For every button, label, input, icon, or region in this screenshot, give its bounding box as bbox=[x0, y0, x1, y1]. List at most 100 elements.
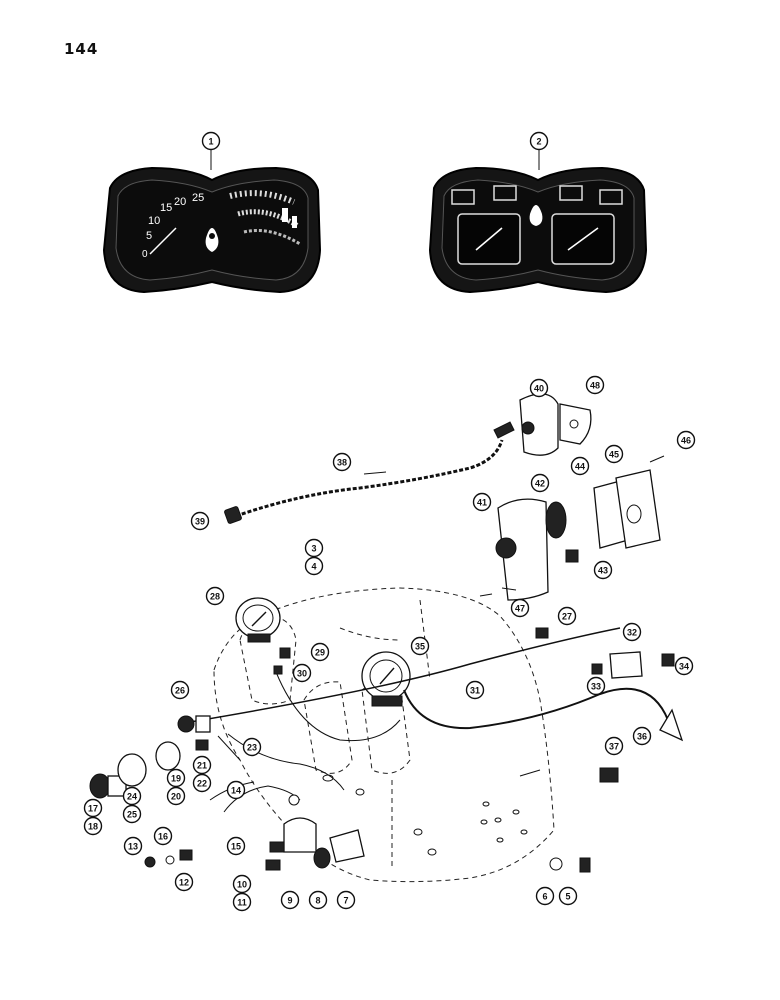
callout-3: 3 bbox=[304, 538, 324, 558]
callout-22: 22 bbox=[192, 773, 212, 793]
callout-label-6: 6 bbox=[542, 892, 547, 902]
callout-label-1: 1 bbox=[208, 137, 213, 147]
speed-tick-5: 5 bbox=[146, 230, 152, 242]
wiring bbox=[189, 627, 669, 813]
callout-label-42: 42 bbox=[535, 479, 545, 489]
callout-24: 24 bbox=[122, 786, 142, 806]
instrument-cluster-1: 0 5 10 15 20 25 bbox=[102, 148, 322, 294]
callout-35: 35 bbox=[410, 636, 430, 656]
callout-label-33: 33 bbox=[591, 682, 601, 692]
callout-label-25: 25 bbox=[127, 810, 137, 820]
callout-19: 19 bbox=[166, 768, 186, 788]
callout-label-48: 48 bbox=[590, 381, 600, 391]
callout-label-2: 2 bbox=[536, 137, 541, 147]
callout-label-27: 27 bbox=[562, 612, 572, 622]
callout-4: 4 bbox=[304, 556, 324, 576]
page-number: 144 bbox=[64, 40, 99, 58]
callout-label-8: 8 bbox=[315, 896, 320, 906]
callout-label-18: 18 bbox=[88, 822, 98, 832]
gauge-28 bbox=[235, 597, 281, 643]
callout-label-45: 45 bbox=[609, 450, 619, 460]
callout-8: 8 bbox=[308, 890, 328, 910]
callout-label-34: 34 bbox=[679, 662, 689, 672]
callout-label-43: 43 bbox=[598, 566, 608, 576]
lower-left-parts bbox=[89, 593, 684, 873]
callout-label-29: 29 bbox=[315, 648, 325, 658]
callout-45: 45 bbox=[604, 444, 624, 464]
callout-25: 25 bbox=[122, 804, 142, 824]
callout-label-19: 19 bbox=[171, 774, 181, 784]
callout-label-35: 35 bbox=[415, 642, 425, 652]
callout-label-16: 16 bbox=[158, 832, 168, 842]
callout-label-46: 46 bbox=[681, 436, 691, 446]
callout-10: 10 bbox=[232, 874, 252, 894]
callout-label-4: 4 bbox=[311, 562, 316, 572]
speed-tick-25: 25 bbox=[192, 192, 204, 204]
callout-label-7: 7 bbox=[343, 896, 348, 906]
callout-label-20: 20 bbox=[171, 792, 181, 802]
callout-37: 37 bbox=[604, 736, 624, 756]
callout-label-13: 13 bbox=[128, 842, 138, 852]
callout-label-17: 17 bbox=[88, 804, 98, 814]
speed-tick-0: 0 bbox=[142, 249, 148, 260]
callout-label-9: 9 bbox=[287, 896, 292, 906]
callout-label-44: 44 bbox=[575, 462, 585, 472]
callout-label-36: 36 bbox=[637, 732, 647, 742]
callout-label-30: 30 bbox=[297, 669, 307, 679]
callout-28: 28 bbox=[205, 586, 225, 606]
callout-43: 43 bbox=[593, 560, 613, 580]
callout-6: 6 bbox=[535, 886, 555, 906]
callout-33: 33 bbox=[586, 676, 606, 696]
callout-46: 46 bbox=[676, 430, 696, 450]
callout-label-47: 47 bbox=[515, 604, 525, 614]
callout-21: 21 bbox=[192, 755, 212, 775]
callout-label-37: 37 bbox=[609, 742, 619, 752]
callout-44: 44 bbox=[570, 456, 590, 476]
callout-label-26: 26 bbox=[175, 686, 185, 696]
callout-label-40: 40 bbox=[534, 384, 544, 394]
callout-label-21: 21 bbox=[197, 761, 207, 771]
speed-tick-15: 15 bbox=[160, 202, 172, 214]
callout-label-39: 39 bbox=[195, 517, 205, 527]
speedometer-cable bbox=[224, 421, 515, 524]
callout-2: 2 bbox=[529, 131, 549, 151]
callout-26: 26 bbox=[170, 680, 190, 700]
callout-15: 15 bbox=[226, 836, 246, 856]
callout-label-38: 38 bbox=[337, 458, 347, 468]
callout-label-23: 23 bbox=[247, 743, 257, 753]
callout-48: 48 bbox=[585, 375, 605, 395]
callout-11: 11 bbox=[232, 892, 252, 912]
callout-7: 7 bbox=[336, 890, 356, 910]
callout-label-10: 10 bbox=[237, 880, 247, 890]
callout-label-12: 12 bbox=[179, 878, 189, 888]
callout-label-15: 15 bbox=[231, 842, 241, 852]
tach-drive-assembly bbox=[495, 393, 665, 601]
callout-label-3: 3 bbox=[311, 544, 316, 554]
callout-1: 1 bbox=[201, 131, 221, 151]
callout-label-41: 41 bbox=[477, 498, 487, 508]
callout-41: 41 bbox=[472, 492, 492, 512]
speed-tick-20: 20 bbox=[174, 196, 186, 208]
callout-label-32: 32 bbox=[627, 628, 637, 638]
callout-16: 16 bbox=[153, 826, 173, 846]
callout-label-28: 28 bbox=[210, 592, 220, 602]
callout-label-22: 22 bbox=[197, 779, 207, 789]
callout-31: 31 bbox=[465, 680, 485, 700]
callout-27: 27 bbox=[557, 606, 577, 626]
gauge-35 bbox=[361, 651, 411, 707]
callout-12: 12 bbox=[174, 872, 194, 892]
callout-18: 18 bbox=[83, 816, 103, 836]
callout-40: 40 bbox=[529, 378, 549, 398]
callout-5: 5 bbox=[558, 886, 578, 906]
callout-13: 13 bbox=[123, 836, 143, 856]
callout-label-5: 5 bbox=[565, 892, 570, 902]
callout-9: 9 bbox=[280, 890, 300, 910]
callout-32: 32 bbox=[622, 622, 642, 642]
callout-29: 29 bbox=[310, 642, 330, 662]
speed-tick-10: 10 bbox=[148, 215, 160, 227]
callout-label-14: 14 bbox=[231, 786, 241, 796]
callout-47: 47 bbox=[510, 598, 530, 618]
callout-17: 17 bbox=[83, 798, 103, 818]
callout-34: 34 bbox=[674, 656, 694, 676]
